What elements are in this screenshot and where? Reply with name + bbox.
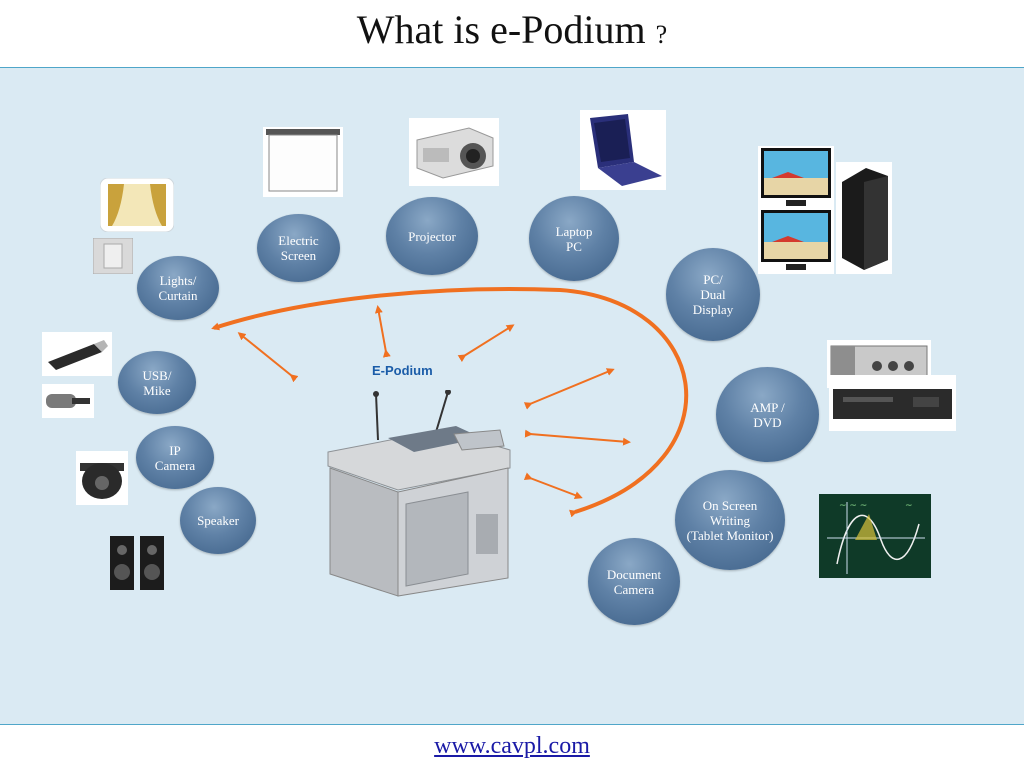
bubble-projector: Projector: [386, 197, 478, 275]
slide-title-mark: ?: [655, 20, 668, 49]
slide-title: What is e-Podium ?: [0, 6, 1024, 53]
bubble-amp-dvd: AMP / DVD: [716, 367, 819, 462]
svg-text:~: ~: [905, 501, 913, 511]
arrow-pc: [523, 368, 615, 410]
svg-text:~ ~ ~: ~ ~ ~: [839, 501, 867, 511]
speakers-icon: [110, 536, 164, 590]
tablet-writing-icon: ~ ~ ~ ~: [819, 494, 931, 578]
bubble-on-screen-writing: On Screen Writing (Tablet Monitor): [675, 470, 785, 570]
usb-drive-icon: [42, 332, 112, 376]
bubble-speaker: Speaker: [180, 487, 256, 554]
arrow-projector: [374, 305, 391, 358]
bubble-lights-curtain: Lights/ Curtain: [137, 256, 219, 320]
e-podium-label: E-Podium: [372, 363, 433, 378]
slide-title-text: What is e-Podium: [356, 7, 646, 52]
arrow-lights: [237, 332, 299, 383]
bubble-pc-dual-display: PC/ Dual Display: [666, 248, 760, 341]
laptop-icon: [580, 110, 666, 190]
bubble-usb-mike: USB/ Mike: [118, 351, 196, 414]
monitor-bottom-icon: [758, 208, 834, 274]
bubble-electric-screen: Electric Screen: [257, 214, 340, 282]
title-bar: What is e-Podium ?: [0, 0, 1024, 68]
arrow-laptop: [457, 324, 515, 363]
bubble-document-camera: Document Camera: [588, 538, 680, 625]
e-podium-icon: [327, 390, 511, 597]
arrow-writing: [523, 472, 583, 499]
footer-bar: www.cavpl.com: [0, 724, 1024, 768]
dvd-player-icon: [829, 375, 956, 431]
bubble-laptop-pc: Laptop PC: [529, 196, 619, 281]
projector-icon: [409, 118, 499, 186]
pc-tower-icon: [836, 162, 892, 274]
ip-camera-icon: [76, 451, 128, 505]
microphone-icon: [42, 384, 94, 418]
loop-arrow: [211, 287, 689, 518]
monitor-top-icon: [758, 146, 834, 210]
website-link[interactable]: www.cavpl.com: [434, 733, 590, 759]
arrow-amp: [524, 429, 631, 446]
light-switch-icon: [93, 238, 133, 274]
curtain-icon: [100, 178, 174, 232]
bubble-ip-camera: IP Camera: [136, 426, 214, 489]
electric-screen-icon: [263, 127, 343, 197]
